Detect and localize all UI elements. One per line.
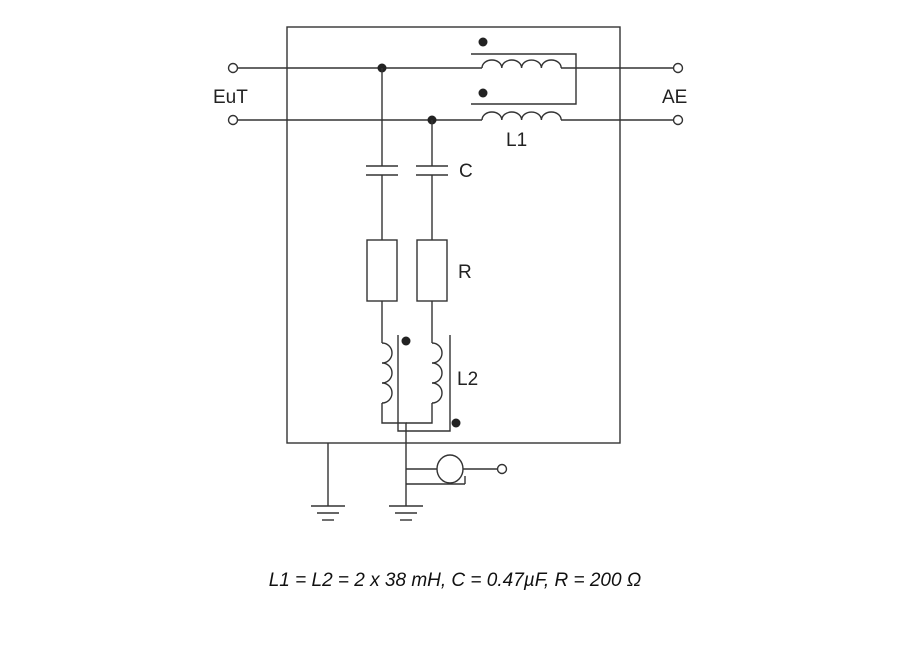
eut-terminal-top xyxy=(227,62,239,74)
ae-terminal-bottom xyxy=(672,114,684,126)
l2-choke-core xyxy=(397,335,461,432)
l2-label: L2 xyxy=(457,369,478,390)
ground-symbol-left xyxy=(311,443,345,521)
r-label: R xyxy=(458,262,472,283)
ae-terminal-top xyxy=(672,62,684,74)
enclosure-box xyxy=(286,26,621,444)
current-monitor xyxy=(405,454,497,485)
left-branch xyxy=(366,68,407,462)
l1-choke xyxy=(471,37,577,121)
right-branch xyxy=(406,120,448,424)
output-terminal xyxy=(496,463,508,475)
l1-label: L1 xyxy=(506,130,527,151)
eut-terminal-bottom xyxy=(227,114,239,126)
ae-label: AE xyxy=(662,87,687,108)
eut-label: EuT xyxy=(213,87,248,108)
caption-text: L1 = L2 = 2 x 38 mH, C = 0.47µF, R = 200… xyxy=(269,570,642,591)
ground-symbol-right xyxy=(389,484,423,521)
c-label: C xyxy=(459,161,473,182)
